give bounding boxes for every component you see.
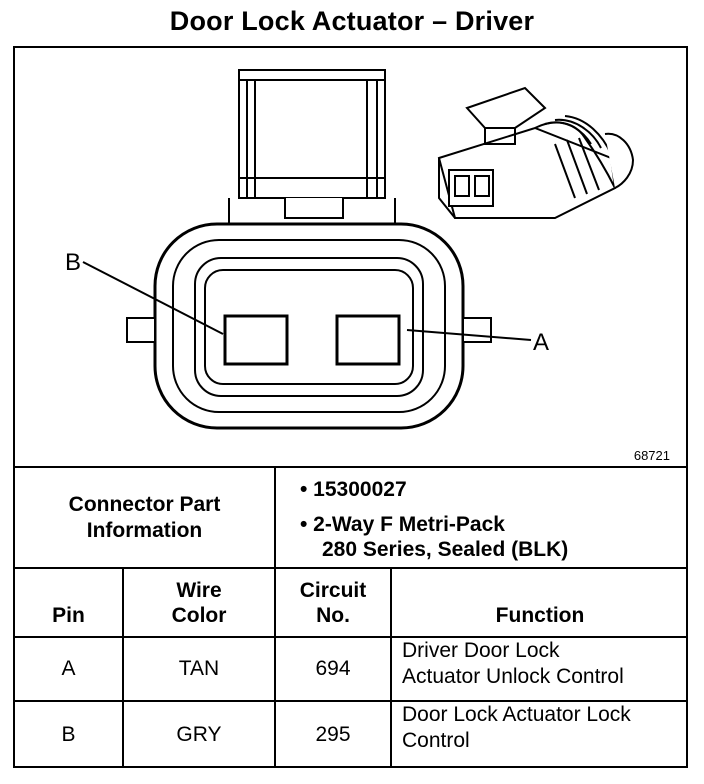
terminal-cavities (223, 314, 401, 366)
header-circuit: Circuit No. (276, 569, 390, 636)
table-top-border (13, 466, 688, 468)
connector-diagram: B A (65, 69, 635, 430)
header-circuit-line1: Circuit (299, 578, 367, 602)
connector-body (126, 222, 492, 430)
table-rule-3 (13, 700, 688, 702)
table-rule-1 (13, 567, 688, 569)
table-vline-1 (122, 567, 124, 768)
row-b-color: GRY (176, 723, 222, 746)
figure-number: 68721 (633, 448, 670, 463)
pin-label-b: B (65, 249, 81, 276)
cavity-a (335, 314, 401, 366)
row-a-color: TAN (178, 657, 220, 680)
page-title: Door Lock Actuator – Driver (169, 6, 535, 36)
table-vline-3 (390, 567, 392, 768)
row-b-function-line1: Door Lock Actuator Lock (402, 703, 631, 726)
connector-info-label-line1: Connector Part (68, 492, 221, 516)
pin-label-a: A (533, 329, 549, 356)
table-vline-2 (274, 567, 276, 768)
pin-leaders (82, 261, 532, 341)
part-number: • 15300027 (300, 478, 407, 501)
row-a-function-line1: Driver Door Lock (402, 639, 560, 662)
cavity-b (223, 314, 289, 366)
header-wire-color-line1: Wire (176, 578, 222, 602)
connector-latch (228, 69, 396, 226)
connector-info-label-line2: Information (86, 518, 203, 542)
row-a-pin: A (61, 657, 76, 680)
row-b-function-line2: Control (402, 729, 470, 752)
table-vline-info (274, 466, 276, 567)
row-a-circuit: 694 (315, 657, 351, 680)
connector-series: 280 Series, Sealed (BLK) (322, 538, 569, 561)
header-circuit-line2: No. (316, 603, 350, 627)
connector-perspective-view (437, 86, 635, 219)
header-wire-color-line2: Color (171, 603, 227, 627)
header-function: Function (495, 604, 585, 627)
row-b-circuit: 295 (315, 723, 351, 746)
connector-info-label: Connector Part Information (15, 468, 274, 567)
header-wire-color: Wire Color (124, 569, 274, 636)
header-pin: Pin (52, 604, 85, 627)
row-a-function: Driver Door Lock Actuator Unlock Control (402, 638, 688, 700)
connector-type: • 2-Way F Metri-Pack (300, 513, 505, 536)
row-b-function: Door Lock Actuator Lock Control (402, 702, 688, 768)
row-a-function-line2: Actuator Unlock Control (402, 665, 624, 688)
connector-info-details: • 15300027 • 2-Way F Metri-Pack 280 Seri… (300, 477, 568, 562)
row-b-pin: B (61, 723, 76, 746)
diagram-frame: B A 68721 (13, 46, 688, 768)
table-rule-2 (13, 636, 688, 638)
